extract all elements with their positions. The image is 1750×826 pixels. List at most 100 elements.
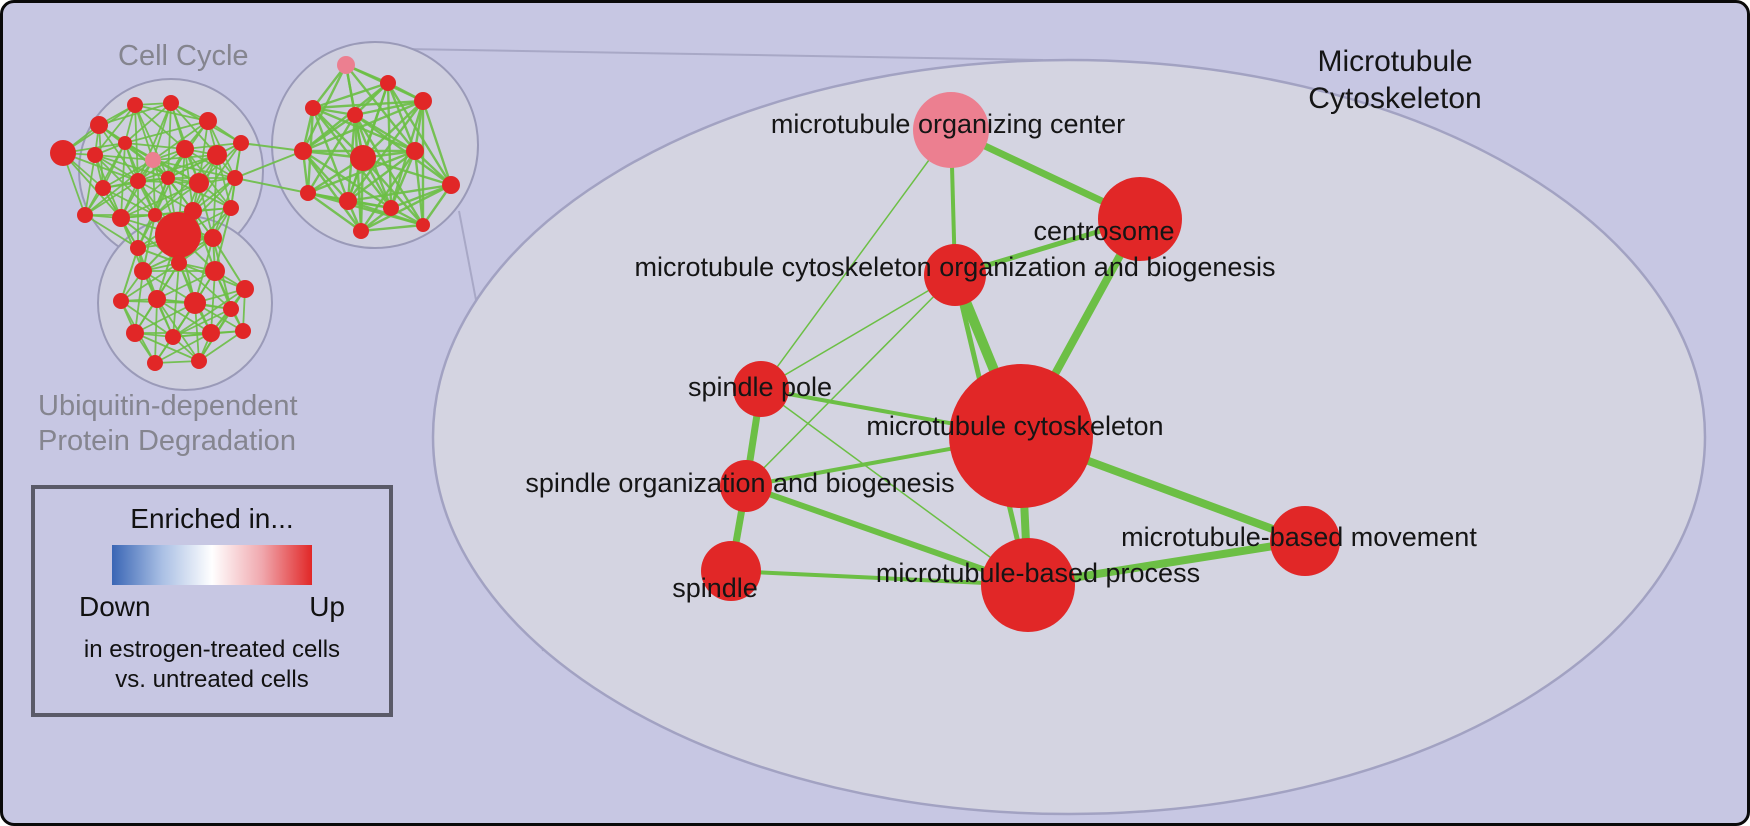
overview-node	[176, 140, 194, 158]
overview-edge	[307, 149, 416, 195]
overview-node	[184, 292, 206, 314]
node-label-centrosome: centrosome	[1033, 216, 1174, 246]
overview-node	[207, 145, 227, 165]
legend-up-label: Up	[309, 591, 345, 622]
overview-edge	[312, 64, 347, 109]
legend-gradient-bar	[112, 545, 312, 585]
overview-edge	[389, 150, 417, 209]
overview-edge	[124, 142, 186, 150]
legend-axis-labels: Down Up	[35, 585, 389, 623]
overview-node	[165, 329, 181, 345]
overview-node	[134, 262, 152, 280]
overview-edge	[84, 180, 139, 216]
overview-edge	[156, 270, 216, 300]
overview-node	[233, 135, 249, 151]
overview-edge	[362, 157, 424, 226]
overview-edge	[240, 142, 304, 152]
overview-node	[223, 200, 239, 216]
overview-node	[113, 293, 129, 309]
overview-node	[300, 185, 316, 201]
overview-edge	[137, 180, 194, 212]
overview-edge	[167, 177, 232, 209]
overview-edge	[154, 332, 212, 364]
overview-edge	[312, 81, 389, 110]
node-centrosome	[1098, 177, 1182, 261]
overview-edge	[102, 159, 154, 189]
overview-edge	[120, 247, 139, 302]
overview-edge	[154, 154, 218, 216]
overview-node	[77, 207, 93, 223]
overview-node	[305, 100, 321, 116]
network-svg: microtubule organizing center centrosome m…	[50, 41, 1707, 816]
overview-edge	[302, 149, 392, 210]
overview-node	[50, 140, 76, 166]
overview-node	[90, 116, 108, 134]
overview-edge	[152, 102, 172, 161]
overview-edge	[172, 288, 246, 338]
legend-title: Enriched in...	[130, 503, 294, 534]
overview-node	[350, 145, 376, 171]
overview-edge	[84, 159, 154, 216]
overview-edge	[142, 214, 156, 272]
overview-edge	[152, 159, 156, 216]
overview-node	[353, 223, 369, 239]
overview-node	[189, 173, 209, 193]
overview-edge	[234, 150, 304, 179]
legend-caption-line1: in estrogen-treated cells	[83, 636, 341, 663]
overview-edge	[137, 148, 186, 182]
microtubule-cytoskeleton-title: Microtubule Cytoskeleton	[1285, 43, 1505, 117]
overview-edge	[124, 120, 209, 144]
node-label-mcob: microtubule cytoskeleton organization an…	[635, 252, 1276, 282]
overview-node	[155, 212, 201, 258]
node-label-mt_movement: microtubule-based movement	[1121, 522, 1477, 552]
node-label-mt_process: microtubule-based process	[876, 558, 1200, 588]
overview-node	[204, 229, 222, 247]
zoom-indicator-line	[404, 48, 1044, 61]
overview-edge	[347, 150, 416, 202]
overview-node	[294, 142, 312, 160]
node-label-mt_cyto: microtubule cytoskeleton	[866, 411, 1163, 441]
overview-edge	[62, 152, 122, 219]
edge-mcob-spindle_pole	[760, 274, 956, 390]
edge-mcob-spindle_org	[745, 274, 956, 487]
overview-edge	[94, 104, 136, 156]
node-moc	[913, 92, 989, 168]
microtubule-cytoskeleton-title-line2: Cytoskeleton	[1308, 82, 1482, 115]
node-label-spindle: spindle	[672, 573, 758, 603]
overview-edge	[192, 210, 216, 272]
overview-node	[339, 192, 357, 210]
overview-edge	[184, 148, 236, 179]
node-label-moc: microtubule organizing center	[771, 109, 1125, 139]
overview-node	[112, 209, 130, 227]
overview-edge	[362, 100, 424, 159]
node-spindle	[701, 541, 761, 601]
overview-node	[148, 208, 162, 222]
overview-node	[223, 301, 239, 317]
overview-edge	[212, 237, 246, 290]
overview-edge	[302, 150, 362, 232]
overview-edge	[312, 99, 424, 110]
overview-edge	[360, 183, 452, 233]
overview-edge	[234, 177, 309, 194]
ubiquitin-cluster-label: Ubiquitin-dependent Protein Degradation	[38, 389, 298, 459]
overview-edge	[192, 142, 242, 212]
overview-edge	[120, 142, 126, 219]
overview-edge	[152, 120, 209, 161]
overview-node	[227, 170, 243, 186]
legend-down-label: Down	[79, 591, 151, 622]
overview-edge	[354, 99, 424, 117]
overview-node	[442, 176, 460, 194]
overview-node	[145, 152, 161, 168]
overview-node	[127, 97, 143, 113]
overview-node	[337, 56, 355, 74]
edge-moc-spindle_pole	[760, 129, 952, 390]
overview-edge	[137, 154, 218, 182]
overview-edge	[302, 114, 356, 152]
overview-edge	[307, 192, 362, 232]
edge-spindle-mt_process	[730, 569, 1029, 587]
overview-node	[235, 323, 251, 339]
node-spindle_pole	[733, 361, 789, 417]
overview-node	[126, 324, 144, 342]
overview-node	[383, 200, 399, 216]
